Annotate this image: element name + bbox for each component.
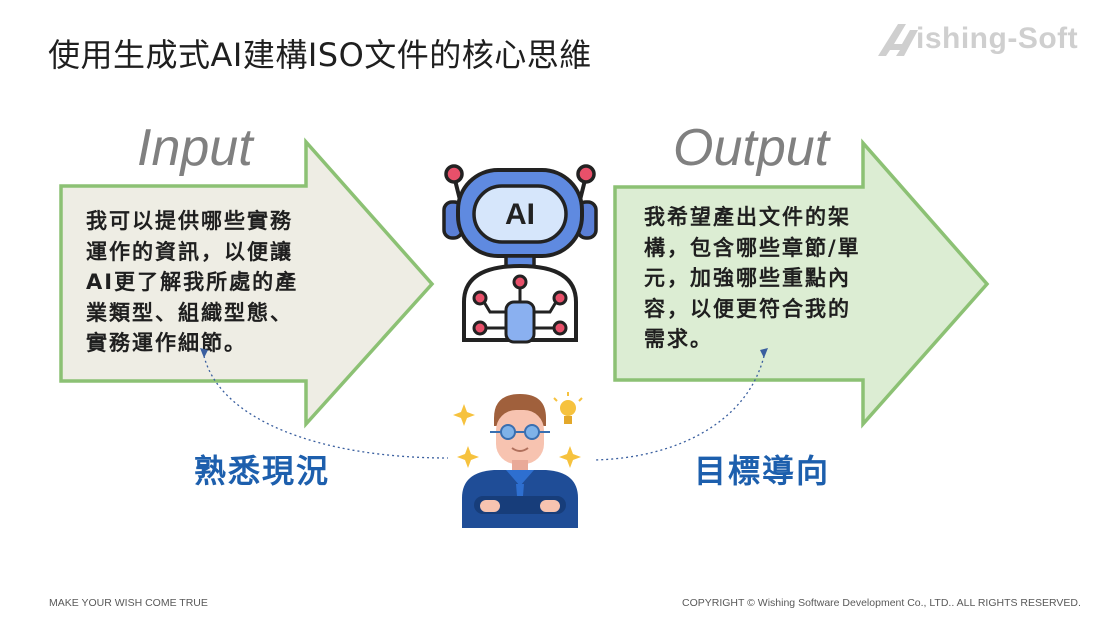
page-title: 使用生成式AI建構ISO文件的核心思維 <box>48 36 592 74</box>
input-line: 我可以提供哪些實務 <box>86 209 293 233</box>
input-caption: 熟悉現況 <box>194 452 331 490</box>
ai-robot-icon: AI <box>442 164 598 344</box>
left-connector <box>203 355 449 459</box>
wishing-soft-logo <box>878 24 918 56</box>
input-line: AI更了解我所處的產 <box>86 270 299 294</box>
output-line: 構，包含哪些章節/單 <box>644 235 861 260</box>
input-heading: Input <box>137 119 253 177</box>
output-caption: 目標導向 <box>694 452 831 490</box>
input-description: 我可以提供哪些實務 運作的資訊，以便讓 AI更了解我所處的產 業類型、組織型態、… <box>86 206 298 359</box>
robot-badge: AI <box>505 198 535 231</box>
input-line: 業類型、組織型態、 <box>86 300 293 325</box>
input-line: 運作的資訊，以便讓 <box>86 239 293 264</box>
right-connector <box>593 355 765 461</box>
output-line: 我希望產出文件的架 <box>644 205 851 229</box>
footer-copyright: COPYRIGHT © Wishing Software Development… <box>682 597 1081 609</box>
output-arrow <box>613 138 990 429</box>
output-line: 元，加強哪些重點內 <box>644 266 851 290</box>
output-line: 需求。 <box>644 327 713 351</box>
input-line: 實務運作細節。 <box>86 331 247 355</box>
output-description: 我希望產出文件的架 構，包含哪些章節/單 元，加強哪些重點內 容，以便更符合我的… <box>644 202 861 355</box>
footer-slogan: MAKE YOUR WISH COME TRUE <box>49 597 208 609</box>
person-idea-icon <box>453 392 583 528</box>
logo-text: ishing-Soft <box>916 22 1079 55</box>
output-line: 容，以便更符合我的 <box>644 296 851 321</box>
input-arrow <box>59 137 435 429</box>
output-heading: Output <box>673 119 830 177</box>
